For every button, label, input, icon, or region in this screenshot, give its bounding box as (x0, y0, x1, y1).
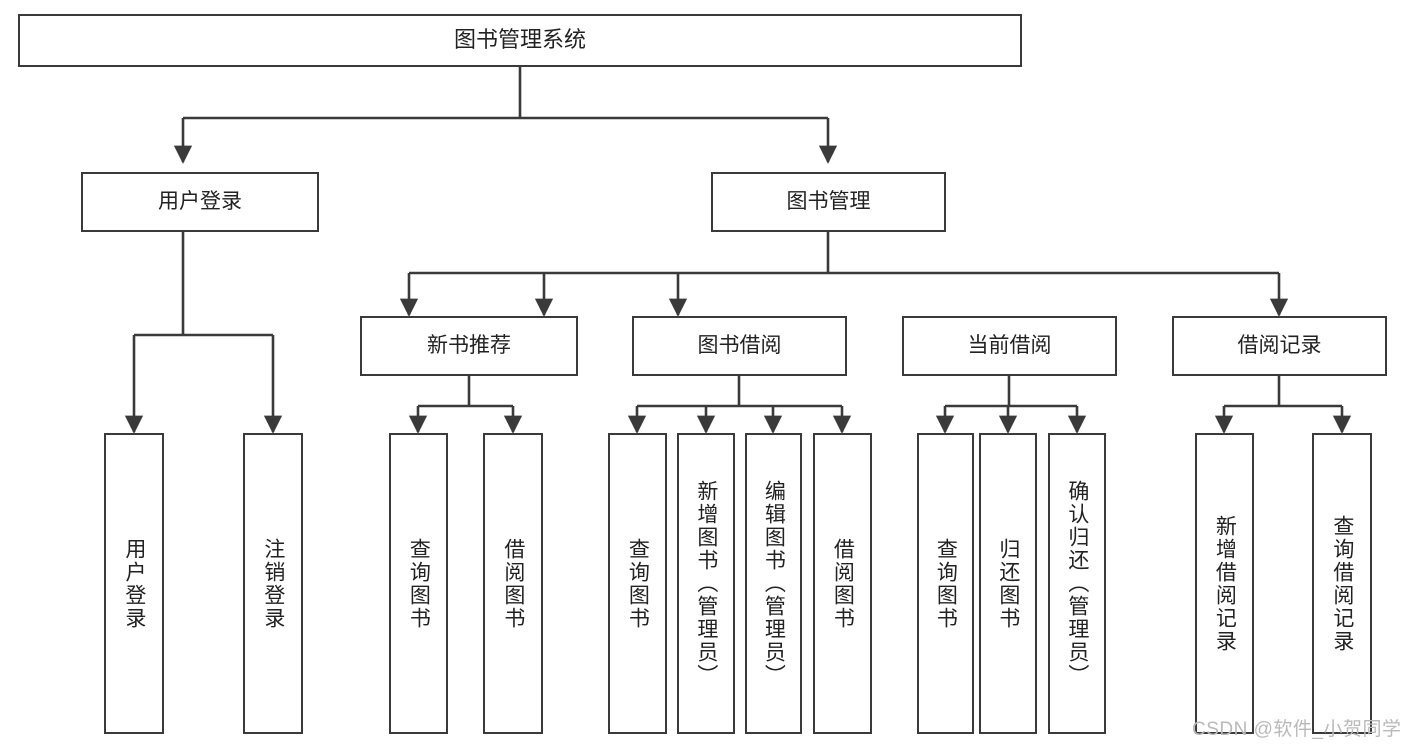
node-label: 用户登录 (158, 190, 242, 214)
leaf-current-return-book[interactable]: 归还图书 (979, 433, 1037, 734)
node-label: 借阅图书 (501, 537, 525, 630)
node-label: 查询借阅记录 (1330, 514, 1354, 653)
leaf-user-logout[interactable]: 注销登录 (243, 433, 303, 734)
node-label: 用户登录 (122, 537, 146, 630)
node-label: 图书管理系统 (453, 27, 586, 53)
node-label: 编辑图书（管理员） (762, 480, 786, 687)
leaf-record-add-borrow-record[interactable]: 新增借阅记录 (1195, 433, 1254, 734)
leaf-borrow-borrow-book[interactable]: 借阅图书 (813, 433, 872, 734)
node-label: 查询图书 (934, 537, 958, 630)
leaf-recommend-borrow-book[interactable]: 借阅图书 (483, 433, 543, 734)
node-label: 借阅图书 (831, 537, 855, 630)
leaf-borrow-add-book-admin[interactable]: 新增图书（管理员） (677, 433, 735, 734)
node-book-borrow[interactable]: 图书借阅 (632, 316, 847, 376)
node-label: 注销登录 (261, 537, 285, 630)
node-borrow-record[interactable]: 借阅记录 (1172, 316, 1387, 376)
leaf-record-query-borrow-record[interactable]: 查询借阅记录 (1312, 433, 1372, 734)
node-label: 当前借阅 (967, 334, 1052, 358)
leaf-recommend-query-book[interactable]: 查询图书 (389, 433, 448, 734)
node-label: 新增借阅记录 (1213, 514, 1237, 653)
node-label: 图书管理 (786, 190, 871, 214)
node-label: 借阅记录 (1237, 334, 1322, 358)
node-current-borrow[interactable]: 当前借阅 (902, 316, 1117, 376)
node-label: 新增图书（管理员） (694, 480, 718, 687)
node-label: 查询图书 (626, 537, 650, 630)
node-label: 查询图书 (407, 537, 431, 630)
leaf-current-query-book[interactable]: 查询图书 (917, 433, 974, 734)
leaf-borrow-query-book[interactable]: 查询图书 (608, 433, 667, 734)
node-label: 新书推荐 (427, 334, 511, 358)
leaf-user-login[interactable]: 用户登录 (104, 433, 164, 734)
node-book-management[interactable]: 图书管理 (711, 172, 946, 232)
node-label: 确认归还（管理员） (1065, 480, 1089, 687)
node-user-login[interactable]: 用户登录 (81, 172, 319, 232)
leaf-current-confirm-return-admin[interactable]: 确认归还（管理员） (1048, 433, 1106, 734)
watermark-text: CSDN @软件_小贺同学 (1192, 719, 1402, 740)
node-label: 图书借阅 (697, 334, 782, 358)
node-label: 归还图书 (996, 537, 1020, 630)
node-new-book-recommend[interactable]: 新书推荐 (360, 316, 578, 376)
node-root-system[interactable]: 图书管理系统 (18, 14, 1022, 67)
leaf-borrow-edit-book-admin[interactable]: 编辑图书（管理员） (745, 433, 802, 734)
